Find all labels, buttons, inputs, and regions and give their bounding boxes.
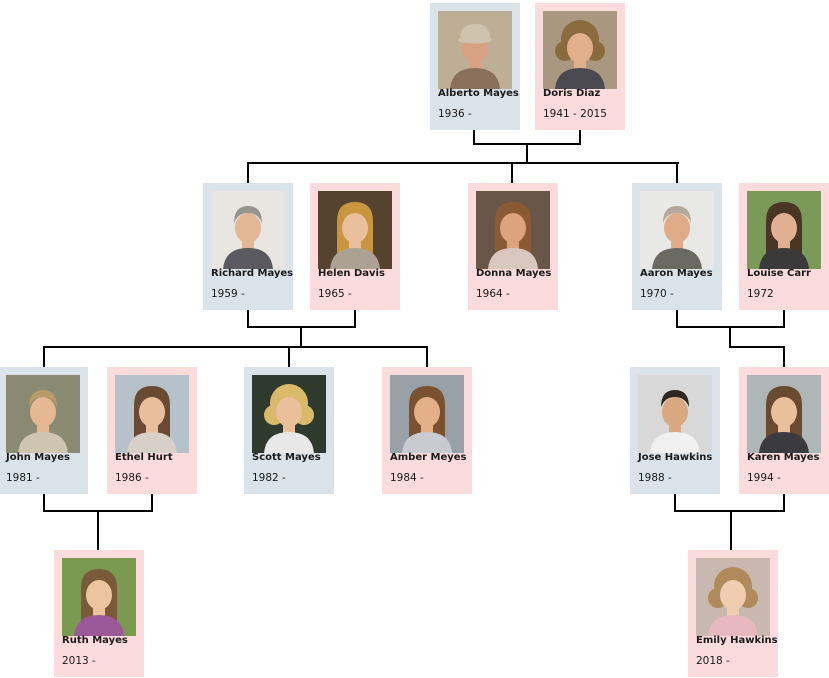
connector-line <box>426 346 428 367</box>
person-years: 1994 - <box>747 472 781 484</box>
connector-line <box>783 310 785 328</box>
person-years: 1964 - <box>476 288 510 300</box>
person-card-john-mayes[interactable]: John Mayes 1981 - <box>0 367 88 494</box>
connector-line <box>43 346 45 367</box>
person-years: 1981 - <box>6 472 40 484</box>
portrait-photo <box>438 11 512 89</box>
connector-line <box>674 494 676 512</box>
connector-line <box>43 346 428 348</box>
connector-line <box>300 326 302 348</box>
connector-line <box>676 310 678 328</box>
connector-line <box>729 326 731 348</box>
person-years: 1972 <box>747 288 774 300</box>
person-card-ruth-mayes[interactable]: Ruth Mayes 2013 - <box>54 550 144 677</box>
person-name: Doris Diaz <box>543 88 601 99</box>
person-years: 1959 - <box>211 288 245 300</box>
person-name: Richard Mayes <box>211 268 294 279</box>
person-card-alberto-mayes[interactable]: Alberto Mayes 1936 - <box>430 3 520 130</box>
person-card-aaron-mayes[interactable]: Aaron Mayes 1970 - <box>632 183 722 310</box>
person-years: 1936 - <box>438 108 472 120</box>
portrait-photo <box>318 191 392 269</box>
person-name: Jose Hawkins <box>638 452 713 463</box>
portrait-photo <box>115 375 189 453</box>
person-name: Helen Davis <box>318 268 385 279</box>
person-years: 1941 - 2015 <box>543 108 607 120</box>
person-years: 1965 - <box>318 288 352 300</box>
person-card-scott-mayes[interactable]: Scott Mayes 1982 - <box>244 367 334 494</box>
connector-line <box>247 162 679 164</box>
connector-line <box>511 162 513 183</box>
person-card-amber-meyes[interactable]: Amber Meyes 1984 - <box>382 367 472 494</box>
person-name: Aaron Mayes <box>640 268 713 279</box>
portrait-photo <box>696 558 770 636</box>
portrait-photo <box>476 191 550 269</box>
person-years: 1984 - <box>390 472 424 484</box>
portrait-photo <box>211 191 285 269</box>
person-name: Donna Mayes <box>476 268 552 279</box>
connector-line <box>151 494 153 512</box>
person-card-richard-mayes[interactable]: Richard Mayes 1959 - <box>203 183 293 310</box>
connector-line <box>783 494 785 512</box>
portrait-photo <box>747 375 821 453</box>
connector-line <box>676 162 678 183</box>
person-card-karen-mayes[interactable]: Karen Mayes 1994 - <box>739 367 829 494</box>
person-name: Karen Mayes <box>747 452 820 463</box>
person-name: Louise Carr <box>747 268 811 279</box>
connector-line <box>43 494 45 512</box>
connector-line <box>97 510 99 550</box>
connector-line <box>288 346 290 367</box>
person-card-jose-hawkins[interactable]: Jose Hawkins 1988 - <box>630 367 720 494</box>
person-card-emily-hawkins[interactable]: Emily Hawkins 2018 - <box>688 550 778 677</box>
person-card-donna-mayes[interactable]: Donna Mayes 1964 - <box>468 183 558 310</box>
person-years: 1970 - <box>640 288 674 300</box>
portrait-photo <box>640 191 714 269</box>
portrait-photo <box>638 375 712 453</box>
connector-line <box>730 510 732 550</box>
person-name: Emily Hawkins <box>696 635 778 646</box>
person-name: Alberto Mayes <box>438 88 519 99</box>
connector-line <box>674 510 785 512</box>
person-card-louise-carr[interactable]: Louise Carr 1972 <box>739 183 829 310</box>
portrait-photo <box>747 191 821 269</box>
person-years: 2013 - <box>62 655 96 667</box>
connector-line <box>247 162 249 183</box>
person-card-doris-diaz[interactable]: Doris Diaz 1941 - 2015 <box>535 3 625 130</box>
person-name: Ethel Hurt <box>115 452 173 463</box>
person-years: 1986 - <box>115 472 149 484</box>
person-card-helen-davis[interactable]: Helen Davis 1965 - <box>310 183 400 310</box>
person-years: 2018 - <box>696 655 730 667</box>
portrait-photo <box>543 11 617 89</box>
connector-line <box>783 346 785 367</box>
portrait-photo <box>62 558 136 636</box>
connector-line <box>354 310 356 328</box>
person-name: Scott Mayes <box>252 452 321 463</box>
portrait-photo <box>390 375 464 453</box>
connector-line <box>579 130 581 145</box>
person-name: Ruth Mayes <box>62 635 128 646</box>
person-name: Amber Meyes <box>390 452 467 463</box>
connector-line <box>729 346 785 348</box>
person-years: 1982 - <box>252 472 286 484</box>
portrait-photo <box>6 375 80 453</box>
person-name: John Mayes <box>6 452 70 463</box>
connector-line <box>247 310 249 328</box>
person-card-ethel-hurt[interactable]: Ethel Hurt 1986 - <box>107 367 197 494</box>
connector-line <box>473 130 475 145</box>
portrait-photo <box>252 375 326 453</box>
person-years: 1988 - <box>638 472 672 484</box>
connector-line <box>526 143 528 164</box>
